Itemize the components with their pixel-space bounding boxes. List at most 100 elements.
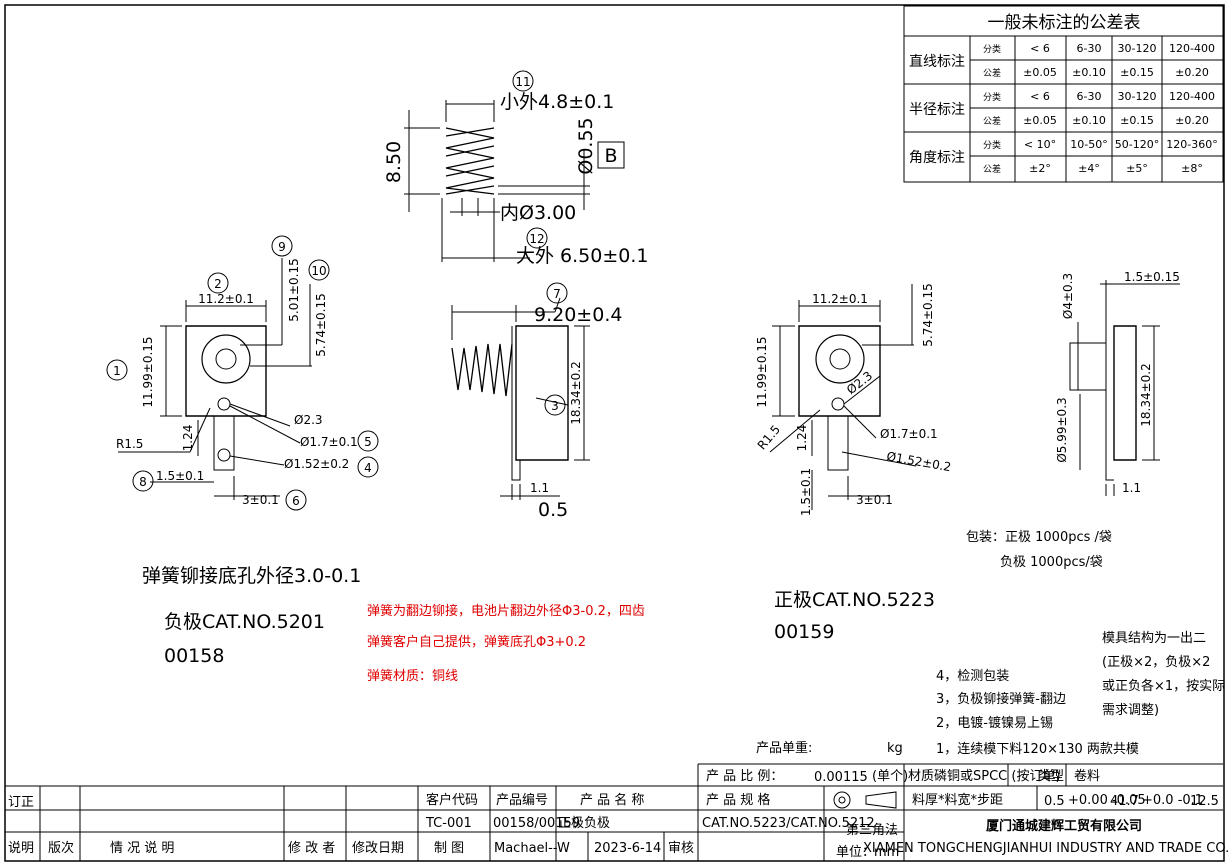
range-cell: < 6: [1030, 90, 1050, 103]
tolerance-cell: ±4°: [1078, 162, 1100, 175]
negative-side-labels: 7 9.20±0.4 3 18.34±0.2 1.1 0.5: [530, 287, 622, 521]
tolerance-label: 公差: [983, 163, 1001, 175]
callout-circle: [512, 70, 534, 92]
dim-15: 1.5±0.15: [1124, 270, 1180, 284]
tolerance-cell: ±0.15: [1120, 66, 1154, 79]
rivet-hole: [831, 397, 845, 411]
spec-label: 产 品 规 格: [706, 792, 770, 808]
callout-circle: [357, 456, 379, 478]
group-label: 半径标注: [909, 102, 965, 118]
spring-view-labels: 11 小外4.8±0.1 8.50 Ø0.55 B 内Ø3.00 12 大外 6…: [383, 75, 648, 267]
dim-3: 3±0.1: [242, 493, 279, 507]
dim-501: 5.01±0.15: [287, 258, 301, 322]
negative-width-dim: 11.2±0.1: [198, 292, 254, 306]
callout-number: 8: [139, 475, 147, 489]
positive-side-height: 18.34±0.2: [1139, 363, 1153, 427]
callout-number: 5: [364, 435, 372, 449]
rivet-hole-note: 弹簧铆接底孔外径3.0-0.1: [142, 565, 361, 587]
draw-label: 制 图: [434, 841, 464, 856]
negative-front-labels: 2 11.2±0.1 9 5.01±0.15 10 5.74±0.15 1 11…: [113, 240, 372, 508]
side-boss: [1069, 342, 1107, 391]
material-value: 磷铜或SPCC (按订单): [934, 769, 1061, 784]
side-tab: [1105, 280, 1114, 481]
side-height-dim: 18.34±0.2: [569, 361, 583, 425]
type-value: 卷料: [1074, 768, 1100, 784]
callout-number: 9: [278, 240, 286, 254]
mold-note: (正极×2，负极×2: [1102, 655, 1210, 670]
range-cell: 6-30: [1077, 42, 1102, 55]
review-label: 审核: [668, 841, 694, 856]
unit-value: mm: [874, 845, 899, 860]
dia-152: Ø1.52±0.2: [885, 449, 952, 474]
version-label: 版次: [48, 840, 74, 856]
positive-front-view: [769, 284, 917, 510]
customer-code-label: 客户代码: [426, 792, 478, 808]
positive-width-dim: 11.2±0.1: [812, 292, 868, 306]
negative-height-dim: 11.99±0.15: [141, 336, 155, 407]
callout-circle: [308, 259, 330, 281]
tolerance-cell: ±5°: [1126, 162, 1148, 175]
product-spec: CAT.NO.5223/CAT.NO.5212: [702, 816, 875, 831]
ratio-value: 0.00115: [814, 770, 868, 785]
sheet-border: [4, 4, 1225, 862]
thickness-tolerance: +0.00 -0.05: [1068, 793, 1146, 808]
side-plate-outline: [515, 325, 569, 461]
callout-circle: [357, 430, 379, 452]
product-name-label: 产 品 名 称: [580, 792, 644, 808]
center-hole: [215, 348, 237, 370]
side-plate-outline: [1113, 325, 1137, 461]
tolerance-table: 一般未标注的公差表 直线标注 半径标注 角度标注 分类 公差 分类 公差 分类 …: [903, 5, 1224, 183]
dim-3: 3±0.1: [856, 493, 893, 507]
range-cell: 50-120°: [1115, 138, 1159, 151]
range-cell: 30-120: [1118, 90, 1157, 103]
tolerance-cell: ±0.15: [1120, 114, 1154, 127]
tolerance-label: 公差: [983, 67, 1001, 79]
rivet-hole: [217, 397, 231, 411]
tab-shape: [213, 416, 235, 471]
positive-code: 00159: [774, 621, 834, 643]
callout-number: 12: [529, 232, 544, 246]
category-label: 分类: [983, 43, 1001, 55]
mold-note: 或正负各×1，按实际: [1102, 678, 1225, 694]
dim-15: 1.5±0.1: [799, 468, 813, 516]
center-boss: [815, 334, 865, 384]
thickness-value: 0.5: [1044, 794, 1065, 809]
dia-23: Ø2.3: [294, 413, 323, 427]
category-label: 分类: [983, 139, 1001, 151]
callout-number: 6: [292, 494, 300, 508]
product-name: 正极负极: [558, 816, 610, 831]
range-cell: 10-50°: [1070, 138, 1107, 151]
range-cell: < 6: [1030, 42, 1050, 55]
dim-124: 1.24: [181, 425, 195, 452]
callout-circle: [285, 489, 307, 511]
side-tab: [511, 326, 521, 481]
side-spring-shape: [451, 343, 513, 397]
callout-circle: [271, 235, 293, 257]
range-cell: 30-120: [1118, 42, 1157, 55]
tolerance-cell: ±0.10: [1072, 66, 1106, 79]
r15: R1.5: [755, 422, 783, 452]
tolerance-cell: ±0.05: [1023, 66, 1057, 79]
range-cell: 6-30: [1077, 90, 1102, 103]
spring-big-outer: 大外 6.50±0.1: [516, 245, 648, 267]
callout-number: 11: [515, 75, 530, 89]
company-name-en: XIAMEN TONGCHENGJIANHUI INDUSTRY AND TRA…: [863, 841, 1229, 856]
tolerance-cell: ±0.05: [1023, 114, 1057, 127]
explain-label: 说明: [8, 841, 34, 856]
callout-circle: [132, 470, 154, 492]
datum-label: B: [604, 145, 617, 167]
negative-cat-no: 负极CAT.NO.5201: [164, 611, 325, 633]
range-cell: 120-360°: [1166, 138, 1217, 151]
unit-label: 单位：: [836, 845, 875, 860]
packaging-line: 负极 1000pcs/袋: [1000, 555, 1103, 570]
dia-17: Ø1.7±0.1: [880, 427, 938, 441]
ratio-unit: (单个): [872, 769, 908, 784]
type-label: 类型: [1038, 769, 1064, 784]
revise-label: 订正: [8, 795, 34, 810]
side-length-dim: 9.20±0.4: [534, 304, 622, 326]
thickness-label: 料厚*料宽*步距: [912, 792, 1003, 808]
group-label: 直线标注: [909, 53, 965, 70]
positive-plate-outline: [798, 325, 881, 417]
callout-circle: [207, 272, 229, 294]
